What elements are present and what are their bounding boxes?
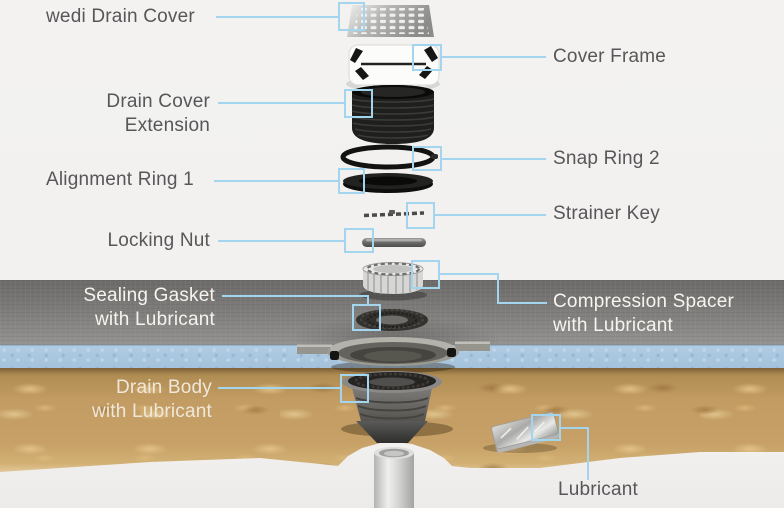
box-alignment-ring [338,168,365,194]
label-snap-ring-2: Snap Ring 2 [553,148,660,169]
label-wedi-drain-cover: wedi Drain Cover [46,6,195,27]
box-snap-ring [412,146,442,171]
label-compression-spacer: Compression Spacer with Lubricant [553,291,735,336]
locking-nut-part [362,238,426,247]
label-alignment-ring-1: Alignment Ring 1 [46,169,194,190]
box-drain-cover-extension [344,89,373,118]
foam-board-layer [0,345,784,368]
label-sealing-gasket: Sealing Gasket with Lubricant [83,285,215,330]
box-wedi-drain-cover [338,2,365,31]
box-locking-nut [344,228,374,253]
box-strainer-key [406,202,435,229]
drain-cover-part [347,5,434,37]
snap-ring-part [340,144,438,170]
box-cover-frame [412,44,442,71]
label-cover-frame: Cover Frame [553,46,667,67]
drain-cover-extension-part [351,85,435,144]
label-locking-nut: Locking Nut [107,230,210,251]
drain-pipe-part [374,447,414,508]
strainer-key-part [363,210,425,218]
cover-frame-part [346,44,440,92]
label-drain-cover-extension: Drain Cover Extension [106,91,210,136]
label-lubricant: Lubricant [558,479,638,500]
label-strainer-key: Strainer Key [553,203,660,224]
alignment-ring-part [343,173,433,193]
label-drain-body: Drain Body with Lubricant [91,377,212,422]
